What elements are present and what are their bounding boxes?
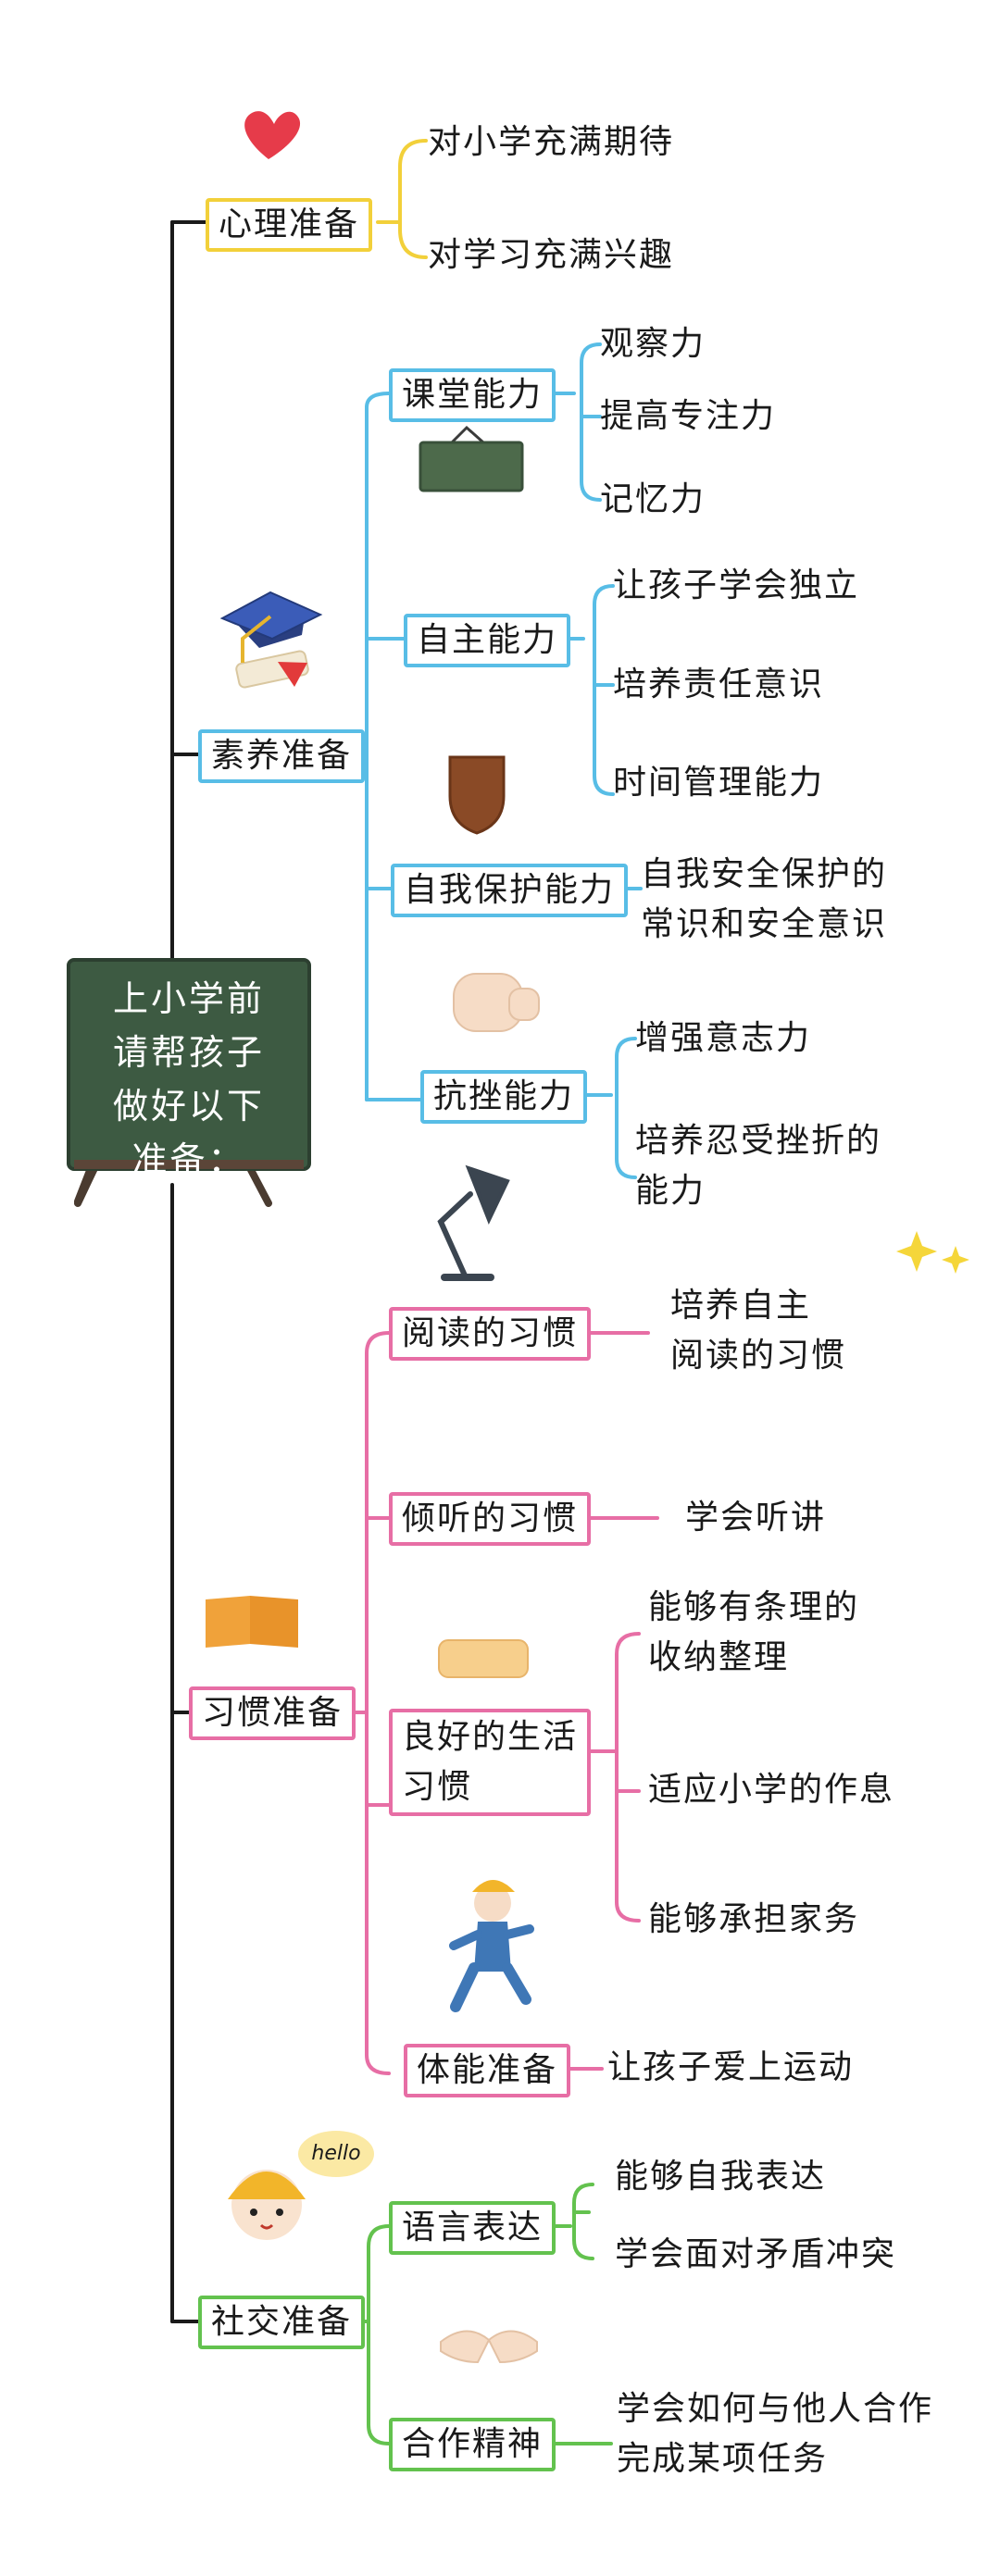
- desk-lamp-icon: [437, 1164, 510, 1281]
- leaf-chores: 能够承担家务: [648, 1900, 860, 1938]
- node-reading-habit: 阅读的习惯: [389, 1307, 592, 1361]
- folded-cloth-icon: [438, 1639, 529, 1678]
- node-social: 社交准备: [198, 2296, 366, 2349]
- leaf-reading: 培养自主 阅读的习惯: [670, 1287, 847, 1375]
- handshake-icon: [440, 2330, 538, 2364]
- leaf-sports: 让孩子爱上运动: [607, 2048, 855, 2086]
- child-face-icon: [228, 2170, 306, 2240]
- root-title: 上小学前 请帮孩子 做好以下 准备：: [112, 978, 265, 1180]
- leaf-responsibility: 培养责任意识: [613, 666, 825, 703]
- node-listening-habit: 倾听的习惯: [389, 1492, 592, 1546]
- leaf-focus: 提高专注力: [600, 397, 777, 435]
- chalkboard-icon: [67, 958, 311, 1207]
- main-spine: [170, 220, 207, 2323]
- node-psych: 心理准备: [206, 198, 373, 252]
- node-class-ability: 课堂能力: [389, 368, 556, 422]
- fist-icon: [453, 973, 540, 1032]
- node-life-habit: 良好的生活 习惯: [389, 1709, 592, 1816]
- leaf-independence: 让孩子学会独立: [613, 566, 860, 604]
- node-habit: 习惯准备: [189, 1686, 356, 1740]
- graduation-cap-icon: [219, 591, 323, 689]
- leaf-listening: 学会听讲: [685, 1499, 827, 1537]
- node-self-protection: 自我保护能力: [391, 864, 629, 917]
- node-cooperation: 合作精神: [389, 2418, 556, 2471]
- node-autonomy: 自主能力: [404, 614, 571, 667]
- leaf-frustration: 培养忍受挫折的 能力: [635, 1122, 882, 1210]
- book-icon: [206, 1590, 298, 1648]
- leaf-conflict: 学会面对矛盾冲突: [615, 2235, 897, 2273]
- running-child-icon: [449, 1880, 534, 2012]
- shield-icon: [448, 755, 506, 835]
- leaf-memory: 记忆力: [600, 480, 706, 518]
- leaf-self-expression: 能够自我表达: [615, 2158, 827, 2196]
- node-physical: 体能准备: [404, 2044, 571, 2097]
- heart-icon: [244, 111, 301, 159]
- psych-connectors: [376, 139, 428, 259]
- node-quality: 素养准备: [198, 729, 366, 783]
- node-expression: 语言表达: [389, 2201, 556, 2255]
- habit-connectors: [346, 1331, 659, 2075]
- leaf-psych-2: 对学习充满兴趣: [428, 236, 675, 274]
- leaf-organizing: 能够有条理的 收纳整理: [648, 1588, 860, 1676]
- leaf-time-management: 时间管理能力: [613, 764, 825, 802]
- leaf-observation: 观察力: [600, 325, 706, 363]
- leaf-psych-1: 对小学充满期待: [428, 123, 675, 161]
- blackboard-icon: [419, 425, 524, 492]
- quality-connectors: [350, 342, 643, 1179]
- leaf-schedule: 适应小学的作息: [648, 1771, 895, 1809]
- node-resilience: 抗挫能力: [420, 1070, 588, 1124]
- hello-bubble: hello: [298, 2131, 374, 2177]
- sparkle-icon: [896, 1231, 969, 1274]
- leaf-teamwork: 学会如何与他人合作 完成某项任务: [617, 2390, 934, 2478]
- leaf-willpower: 增强意志力: [635, 1019, 812, 1057]
- leaf-safety: 自我安全保护的 常识和安全意识: [641, 855, 888, 943]
